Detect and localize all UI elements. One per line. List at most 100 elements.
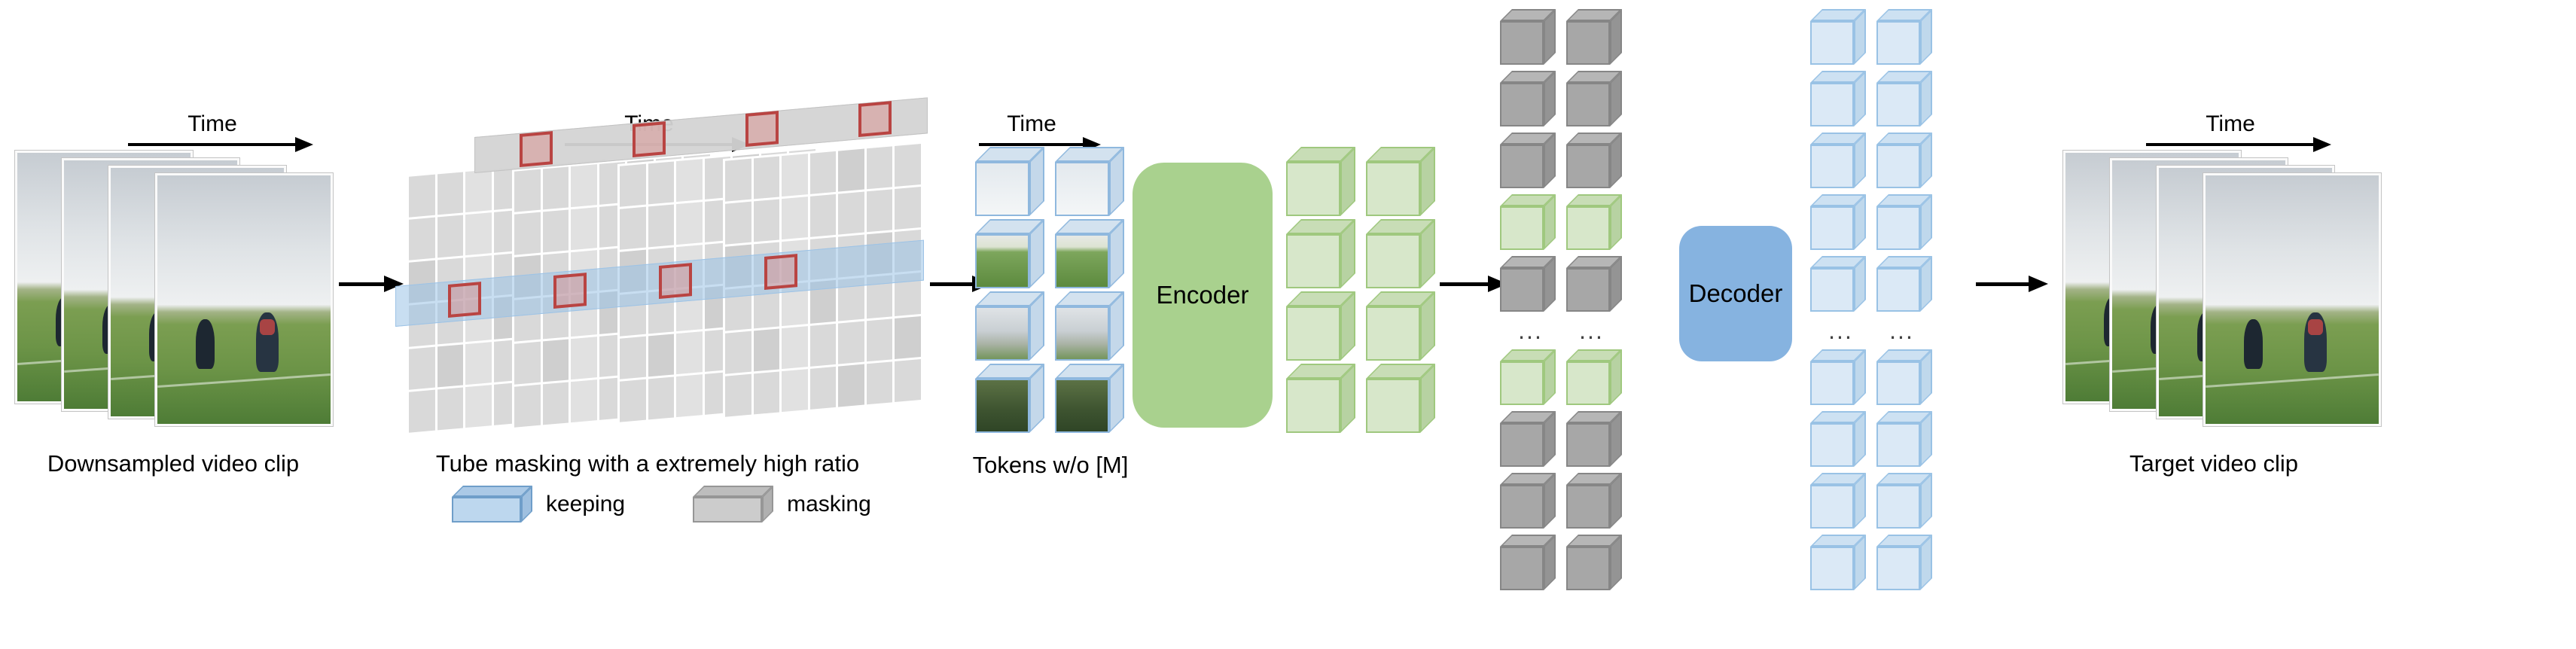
mask-cell (542, 209, 569, 253)
cube-blue (1876, 473, 1932, 529)
time-label: Time (2206, 111, 2255, 136)
mask-cell (725, 373, 751, 417)
cube-row (975, 364, 1124, 433)
mask-cell (895, 358, 921, 403)
time-arrow-group-tokens: Time (979, 111, 1101, 152)
mask-cell (866, 318, 893, 362)
cube-row (975, 147, 1124, 216)
cube-gray (1500, 133, 1556, 188)
mask-cell (782, 154, 808, 197)
mask-cell (514, 384, 541, 428)
cube-gray (1500, 256, 1556, 312)
mask-cell (753, 328, 780, 372)
mask-cell (809, 194, 837, 238)
masking-caption: Tube masking with a extremely high ratio (435, 450, 860, 477)
mask-cell (620, 206, 646, 251)
keeping-cube-icon (452, 486, 532, 523)
cube-blue (1810, 411, 1866, 467)
cube-green (1500, 194, 1556, 250)
cube-blue (1876, 9, 1932, 65)
mask-cell (514, 169, 541, 212)
cube-row (1500, 473, 1622, 529)
mask-cell (676, 331, 703, 374)
cube-green (1566, 194, 1622, 250)
mask-cell (895, 143, 921, 187)
time-label: Time (1007, 111, 1056, 136)
time-arrow-group-clip-left: Time (128, 111, 313, 152)
cube-blue (1810, 349, 1866, 405)
mask-cell (676, 373, 703, 418)
mask-cell (465, 384, 492, 428)
cube-blue (1876, 194, 1932, 250)
tokens-caption: Tokens w/o [M] (972, 452, 1129, 478)
cube-row (975, 291, 1124, 361)
cube-row (1286, 291, 1435, 361)
cube-green (1286, 147, 1355, 216)
cube-row (1500, 349, 1622, 405)
ellipsis-row: ...... (1810, 317, 1932, 344)
encoder-label: Encoder (1156, 281, 1249, 309)
latent-tokens-column: ...... (1500, 9, 1622, 596)
mask-cell (437, 215, 464, 258)
mask-cell (542, 166, 569, 210)
time-label: Time (187, 111, 237, 136)
cube-row (1810, 411, 1932, 467)
cube-row (975, 219, 1124, 288)
visible-tokens-column (975, 147, 1124, 436)
mask-cell (895, 315, 921, 359)
cube-row (1810, 71, 1932, 126)
cube-bldg (1055, 291, 1124, 361)
cube-blue (1876, 133, 1932, 188)
cube-sky (1055, 147, 1124, 216)
cube-gray (1566, 133, 1622, 188)
mask-cell (648, 161, 675, 205)
cube-gray (1566, 71, 1622, 126)
mask-cell (895, 187, 921, 230)
cube-row (1810, 256, 1932, 312)
mask-cell (866, 189, 893, 233)
decoder-box: Decoder (1679, 226, 1792, 361)
cube-blue (1810, 133, 1866, 188)
cube-green (1366, 291, 1435, 361)
mask-cell (838, 148, 864, 192)
cube-blue (1810, 535, 1866, 590)
encoder-output-column (1286, 147, 1435, 436)
mask-cell (437, 344, 464, 388)
mask-cell (571, 336, 597, 379)
flow-arrow (1440, 276, 1507, 292)
player-silhouette (2243, 319, 2263, 370)
clip-left-caption: Downsampled video clip (47, 450, 300, 477)
mask-cell (676, 159, 703, 203)
mask-cell (809, 151, 837, 195)
mask-cell (725, 158, 751, 202)
time-arrow-icon (128, 137, 313, 152)
ellipsis-row: ...... (1500, 317, 1622, 344)
mask-cell (465, 212, 492, 256)
cube-row (1810, 133, 1932, 188)
cube-green (1286, 291, 1355, 361)
cube-row (1500, 133, 1622, 188)
cube-row (1810, 349, 1932, 405)
mask-cell (409, 346, 435, 390)
flow-arrow (930, 276, 992, 292)
mask-cell (838, 191, 864, 235)
cube-green (1286, 364, 1355, 433)
cube-blue (1810, 194, 1866, 250)
cube-green (1500, 349, 1556, 405)
video-frame (2203, 173, 2381, 426)
mask-cell (809, 366, 837, 410)
cube-dark (975, 364, 1044, 433)
decoder-output-column: ...... (1810, 9, 1932, 596)
cube-blue (1810, 9, 1866, 65)
flow-arrow (339, 276, 404, 292)
mask-cell (620, 379, 646, 422)
time-arrow-icon (2146, 137, 2331, 152)
mask-cell (620, 163, 646, 207)
mask-cell (437, 387, 464, 431)
masking-cube-icon (693, 486, 774, 523)
highlight-cell (633, 121, 666, 157)
mask-cell (725, 331, 751, 374)
cube-row (1500, 71, 1622, 126)
clip-right-caption: Target video clip (2129, 450, 2298, 477)
cube-blue (1876, 71, 1932, 126)
